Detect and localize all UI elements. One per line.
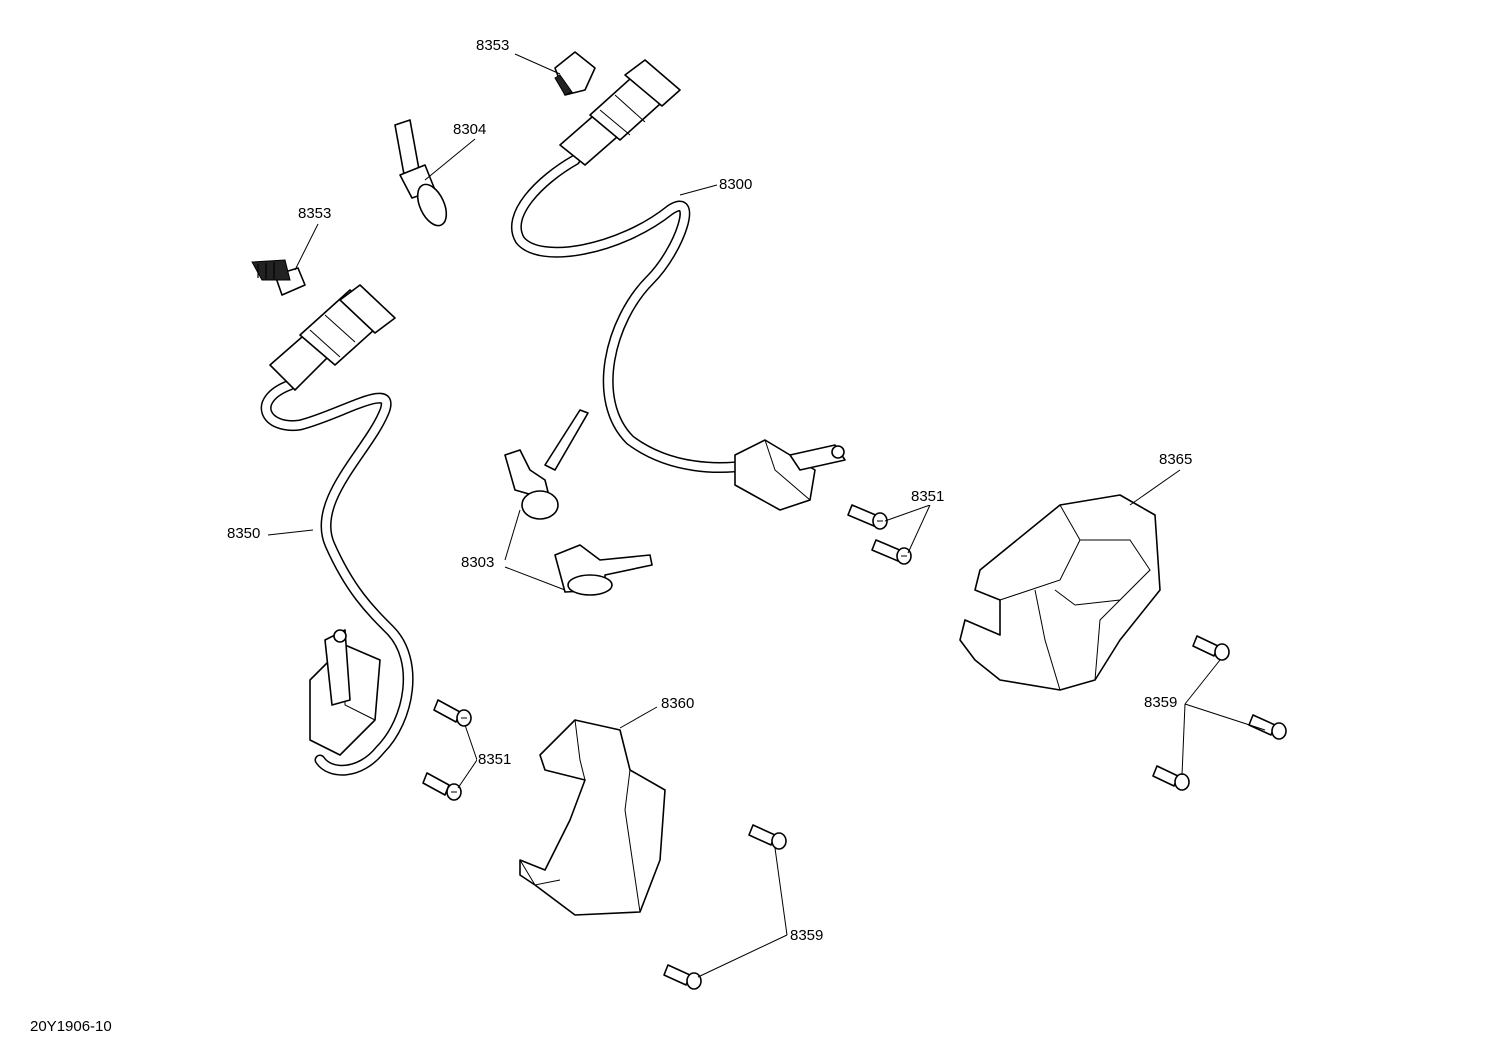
screw-8359-right-1 bbox=[1192, 635, 1230, 661]
micro-switch-8300 bbox=[734, 439, 846, 511]
screw-8359-bottom-2 bbox=[663, 964, 702, 990]
callout-8353-top: 8353 bbox=[475, 37, 511, 54]
drawing-id: 20Y1906-10 bbox=[30, 1018, 112, 1035]
cover-8360 bbox=[519, 719, 666, 916]
callout-8359-right: 8359 bbox=[1143, 694, 1179, 711]
screw-8351-left-upper bbox=[433, 699, 472, 727]
cap-8353-top bbox=[554, 51, 596, 96]
leader-lines bbox=[267, 53, 1266, 978]
screw-8359-right-3 bbox=[1152, 765, 1190, 791]
callout-8353-left: 8353 bbox=[297, 205, 333, 222]
screw-8351-right-lower bbox=[871, 539, 912, 565]
callout-8350: 8350 bbox=[226, 525, 262, 542]
spring-plug-8353-left bbox=[251, 259, 306, 296]
cable-clip-8303-lower bbox=[554, 544, 653, 596]
wiring-harness-8350 bbox=[260, 284, 414, 776]
callout-8300: 8300 bbox=[718, 176, 754, 193]
connector-8300 bbox=[559, 59, 681, 166]
screw-8351-right-upper bbox=[847, 504, 888, 530]
micro-switch-8350 bbox=[309, 629, 381, 756]
callout-8351-right: 8351 bbox=[910, 488, 946, 505]
callout-8365: 8365 bbox=[1158, 451, 1194, 468]
callout-8303: 8303 bbox=[460, 554, 496, 571]
callout-8359-bottom: 8359 bbox=[789, 927, 825, 944]
screw-8351-left-lower bbox=[422, 772, 462, 801]
callout-8360: 8360 bbox=[660, 695, 696, 712]
callout-8304: 8304 bbox=[452, 121, 488, 138]
screw-8359-bottom-1 bbox=[748, 824, 787, 850]
tie-strap-8304 bbox=[394, 119, 448, 227]
screw-8359-right-2 bbox=[1248, 714, 1287, 740]
cover-8365 bbox=[959, 494, 1161, 691]
cable-clip-8303-upper bbox=[504, 409, 589, 520]
callout-8351-left: 8351 bbox=[477, 751, 513, 768]
connector-8350 bbox=[269, 284, 396, 391]
wiring-harness-8300 bbox=[510, 59, 846, 511]
